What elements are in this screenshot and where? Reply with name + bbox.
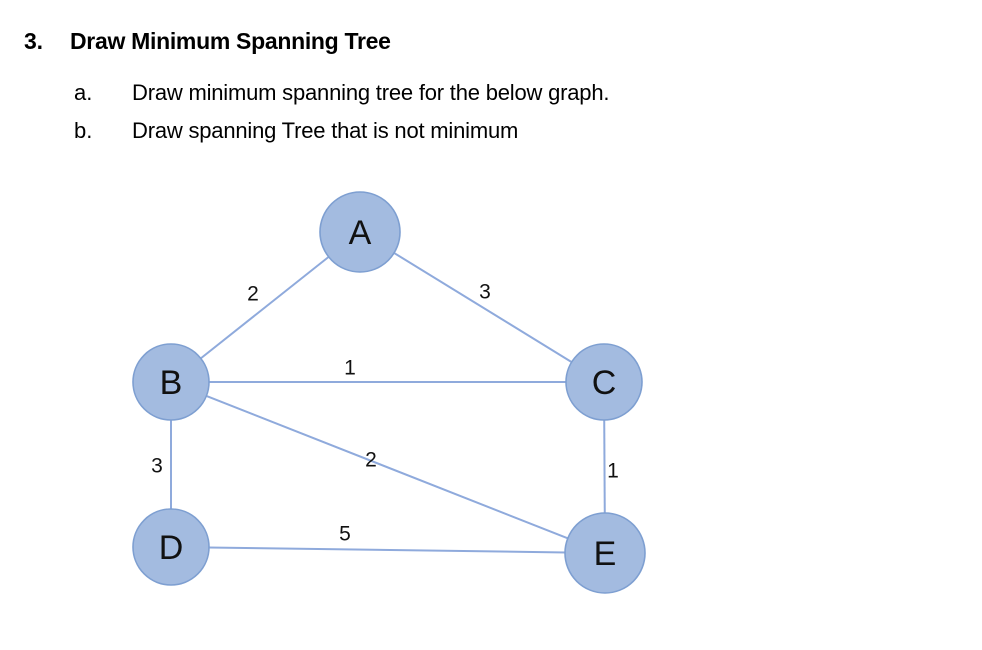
page-title: Draw Minimum Spanning Tree	[70, 28, 391, 54]
node-label-c: C	[592, 364, 617, 402]
node-circle-b[interactable]	[132, 343, 210, 421]
node-circle-e[interactable]	[564, 512, 646, 594]
edge-weight-b-e: 2	[365, 449, 377, 472]
edge-weight-b-d: 3	[151, 455, 163, 478]
node-circle-d[interactable]	[132, 508, 210, 586]
graph-edge-b-e	[205, 394, 570, 540]
question-number: 3.	[24, 28, 43, 54]
graph-node-b[interactable]: B	[132, 343, 210, 421]
graph-edge-d-e	[207, 546, 567, 554]
graph-edge-a-c	[392, 251, 574, 364]
sub-item-a-marker: a.	[74, 80, 93, 105]
node-circle-a[interactable]	[319, 191, 401, 273]
node-circle-c[interactable]	[565, 343, 643, 421]
graph-edge-a-b	[199, 255, 331, 360]
edge-weight-a-c: 3	[479, 281, 491, 304]
edge-weights-layer: 2 3 1 3 2 1 5	[151, 281, 619, 546]
node-label-e: E	[594, 535, 617, 573]
node-label-b: B	[160, 364, 183, 402]
sub-item-a-text: Draw minimum spanning tree for the below…	[132, 80, 610, 105]
graph-node-d[interactable]: D	[132, 508, 210, 586]
node-label-d: D	[159, 529, 184, 567]
graph-node-e[interactable]: E	[564, 512, 646, 594]
graph-node-c[interactable]: C	[565, 343, 643, 421]
graph-edge-c-e	[603, 418, 606, 515]
edge-weight-c-e: 1	[607, 460, 619, 483]
sub-item-a: a. Draw minimum spanning tree for the be…	[74, 80, 609, 106]
sub-item-b-marker: b.	[74, 118, 93, 143]
edge-weight-a-b: 2	[247, 283, 259, 306]
edge-weight-d-e: 5	[339, 523, 351, 546]
sub-item-b: b. Draw spanning Tree that is not minimu…	[74, 118, 518, 144]
edge-weight-b-c: 1	[344, 357, 356, 380]
question-heading-row: 3. Draw Minimum Spanning Tree	[24, 28, 391, 55]
sub-item-b-text: Draw spanning Tree that is not minimum	[132, 118, 519, 143]
graph-node-a[interactable]: A	[319, 191, 401, 273]
edges-layer	[170, 251, 606, 554]
nodes-layer: A B C D E	[132, 191, 646, 594]
node-label-a: A	[349, 214, 372, 252]
